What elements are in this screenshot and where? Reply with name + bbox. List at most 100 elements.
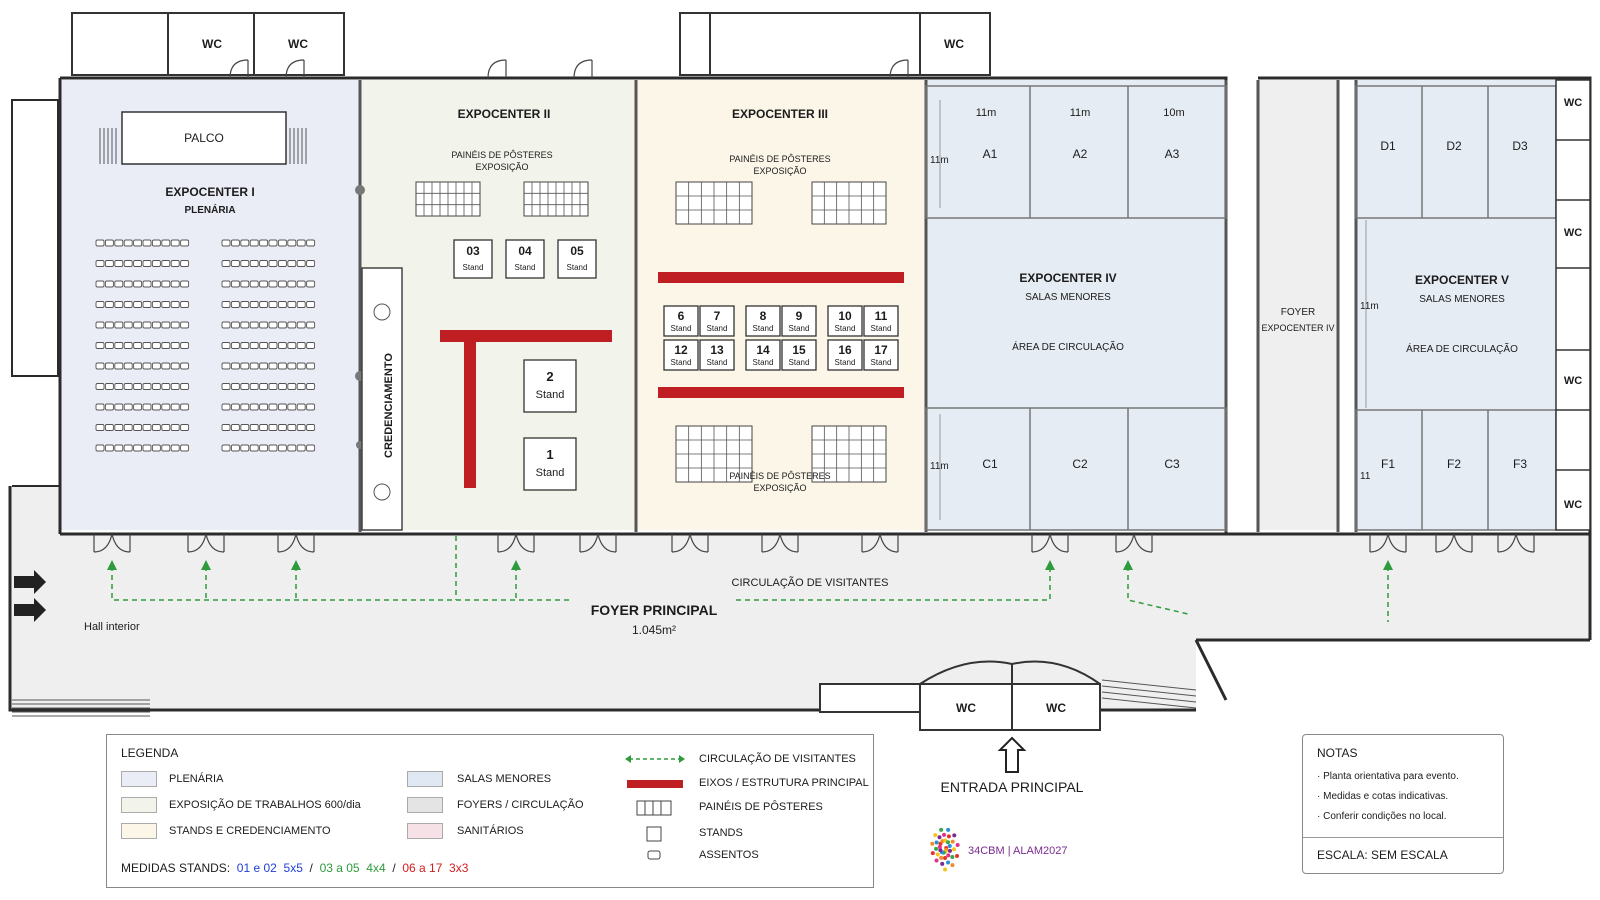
stand-number: 6	[677, 309, 685, 324]
seat	[249, 362, 259, 370]
seat	[133, 342, 143, 349]
legend-swatch-stands	[121, 823, 157, 839]
wc-label: WC	[1046, 701, 1066, 715]
seat	[95, 424, 105, 431]
legend-title: LEGENDA	[121, 746, 179, 760]
seat	[306, 383, 316, 390]
seat	[95, 383, 105, 390]
seat	[230, 301, 240, 308]
seat	[230, 342, 240, 349]
expocenter-3-title: EXPOCENTER III	[731, 107, 829, 121]
seat	[151, 362, 161, 370]
legend-symbol-label: PAINÉIS DE PÔSTERES	[699, 801, 823, 813]
stand-word: Stand	[870, 357, 892, 367]
seat	[180, 260, 190, 267]
seat	[142, 239, 152, 247]
seat	[123, 301, 133, 308]
seat	[114, 342, 124, 349]
seat	[296, 362, 306, 370]
seat	[133, 403, 143, 411]
seat	[95, 260, 105, 267]
seat	[277, 444, 287, 452]
seat	[230, 424, 240, 431]
stand-05	[557, 239, 597, 279]
logo-dot	[933, 833, 938, 838]
seat	[133, 383, 143, 390]
stand-word: Stand	[535, 389, 565, 402]
seat	[151, 239, 161, 247]
logo-dot	[943, 867, 948, 872]
logo-dot	[937, 835, 942, 840]
stand-word: Stand	[788, 323, 810, 333]
seat	[151, 444, 161, 452]
stand-number: 03	[466, 244, 480, 259]
seat	[123, 383, 133, 390]
stand-8	[745, 305, 781, 337]
legend-item: PLENÁRIA	[169, 773, 224, 785]
measure-size-1: 5x5	[283, 861, 303, 875]
seat	[133, 280, 143, 288]
seat	[296, 424, 306, 431]
legend-item: SANITÁRIOS	[457, 825, 524, 837]
seat	[142, 383, 152, 390]
dimension-label: 11m	[930, 461, 949, 472]
stand-number: 7	[713, 309, 721, 324]
seat	[142, 260, 152, 267]
seat	[268, 321, 278, 329]
note-text: Conferir condições no local.	[1323, 811, 1447, 822]
seat	[151, 321, 161, 329]
seat	[230, 280, 240, 288]
note-item: · Medidas e cotas indicativas.	[1317, 791, 1449, 802]
logo-dot	[935, 852, 940, 857]
stand-word: Stand	[670, 323, 692, 333]
seat	[249, 424, 259, 431]
seat	[221, 239, 231, 247]
logo-dot	[943, 856, 948, 861]
logo-dot	[952, 847, 957, 852]
seat	[230, 260, 240, 267]
seat	[249, 342, 259, 349]
foyer-4-sublabel: EXPOCENTER IV	[1261, 323, 1335, 333]
legend-symbol-label: EIXOS / ESTRUTURA PRINCIPAL	[699, 777, 869, 789]
poster-panel	[523, 181, 589, 217]
logo-dot	[955, 854, 960, 859]
seat	[142, 321, 152, 329]
main-entrance-arrow	[997, 736, 1027, 773]
seat	[114, 280, 124, 288]
dimension-label: 11m	[1069, 107, 1091, 119]
seat	[240, 444, 250, 452]
seat	[221, 362, 231, 370]
seat	[296, 239, 306, 247]
seat	[296, 403, 306, 411]
seat	[151, 342, 161, 349]
notes-title: NOTAS	[1317, 746, 1358, 760]
seat	[161, 260, 171, 267]
seat	[230, 403, 240, 411]
dimension-label: 10m	[1163, 107, 1185, 119]
seat	[306, 239, 316, 247]
circulation-area-label: ÁREA DE CIRCULAÇÃO	[1012, 342, 1124, 353]
seat	[306, 444, 316, 452]
stand-number: 11	[874, 309, 888, 324]
expocenter-1-subtitle: PLENÁRIA	[184, 205, 236, 216]
seat	[268, 260, 278, 267]
poster-panels-label: PAINÉIS DE PÔSTERES	[729, 154, 831, 164]
expocenter-2-title: EXPOCENTER II	[457, 107, 551, 121]
seat	[268, 301, 278, 308]
event-logo-text: 34CBM | ALAM2027	[968, 845, 1068, 857]
poster-panels	[415, 181, 887, 483]
seat	[221, 280, 231, 288]
room-label: C1	[982, 457, 998, 471]
stand-word: Stand	[834, 357, 856, 367]
stand-1	[523, 437, 577, 491]
wc-top-left-block	[71, 12, 345, 76]
foyer-area: 1.045m²	[631, 623, 677, 637]
seat	[133, 260, 143, 267]
seat	[104, 362, 114, 370]
seat	[230, 362, 240, 370]
seat	[123, 403, 133, 411]
expocenter-4-area	[926, 80, 1226, 530]
seat	[114, 403, 124, 411]
seat	[180, 424, 190, 431]
seat	[142, 342, 152, 349]
